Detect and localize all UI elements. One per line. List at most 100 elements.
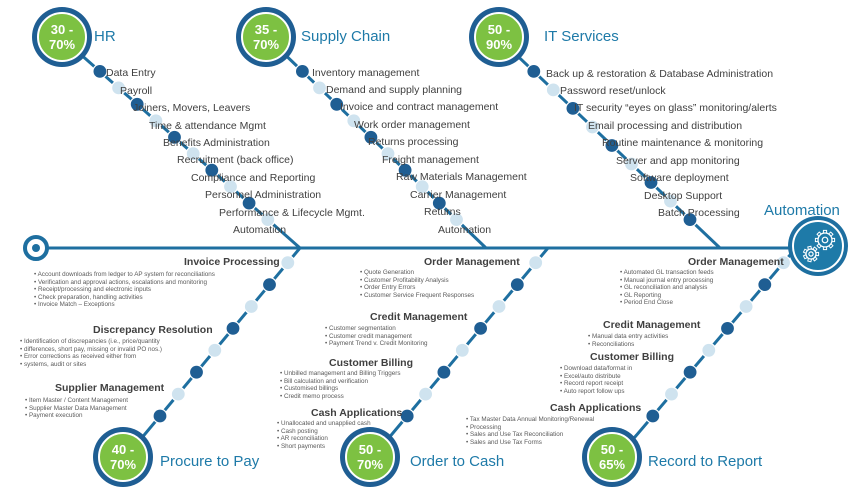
- bone-node-dot: [414, 179, 430, 195]
- o2c-cash-bullets: • Unallocated and unapplied cash• Cash p…: [277, 420, 371, 450]
- bone-node-dot: [662, 193, 679, 209]
- pct-circle: [345, 432, 395, 482]
- r2r-billing-bullets: • Download data/format in• Excel/auto di…: [560, 365, 633, 395]
- supply-chain-item: Returns processing: [368, 136, 459, 148]
- bone-node-dot: [170, 386, 186, 402]
- bone-node-dot: [757, 277, 773, 293]
- bone-node-dot: [222, 179, 239, 195]
- hr-item: Performance & Lifecycle Mgmt.: [219, 207, 365, 219]
- p2p-invoice-bullets: • Account downloads from ledger to AP sy…: [34, 271, 215, 309]
- bone-node-dot: [682, 212, 698, 228]
- bone-node-dot: [346, 113, 362, 129]
- category-title-procure-to-pay: Procure to Pay: [160, 453, 260, 470]
- bone-node-dot: [604, 137, 620, 154]
- bone-node-dot: [129, 96, 145, 112]
- bone-node-dot: [775, 255, 792, 271]
- hr-item: Payroll: [120, 85, 153, 97]
- p2p-discrepancy-bullets: • Identification of discrepancies (i.e.,…: [20, 338, 162, 368]
- bone-node-dot: [623, 156, 640, 172]
- bone-node-dot: [204, 162, 220, 178]
- pct-label-order-to-cash: 50 -70%: [356, 442, 384, 472]
- section-heading: Order Management: [424, 256, 520, 268]
- hr-item: Compliance and Reporting: [191, 172, 316, 184]
- bone-node-dot: [701, 342, 717, 358]
- gear-icon: [802, 245, 820, 263]
- bone-node-dot: [363, 129, 379, 145]
- supply-chain-item: Raw Materials Management: [396, 171, 527, 183]
- hr-item: Recruitment (back office): [177, 154, 294, 166]
- pct-label-procure-to-pay: 40 -70%: [109, 442, 137, 472]
- bone-node-dot: [399, 408, 415, 424]
- supply-chain-item: Inventory management: [312, 67, 420, 79]
- bone-node-dot: [454, 342, 470, 358]
- bone-node-dot: [329, 96, 345, 112]
- section-heading: Supplier Management: [55, 382, 165, 394]
- it-services-item: Batch Processing: [658, 207, 740, 219]
- bone-node-dot: [225, 320, 241, 336]
- pct-circle: [474, 12, 524, 62]
- hr-item: Benefits Administration: [163, 137, 270, 149]
- pct-label-hr: 30 -70%: [48, 22, 76, 52]
- pct-label-it-services: 50 -90%: [485, 22, 513, 52]
- automation-title: Automation: [764, 202, 840, 219]
- hr-item: Personnel Administration: [205, 189, 322, 201]
- category-title-supply-chain: Supply Chain: [301, 28, 391, 45]
- section-heading: Cash Applications: [311, 407, 403, 419]
- pct-circle: [37, 12, 87, 62]
- section-heading: Customer Billing: [329, 357, 414, 369]
- bone-node-dot: [261, 277, 278, 293]
- bone-node-dot: [663, 386, 680, 402]
- section-heading: Invoice Processing: [184, 256, 280, 268]
- o2c-order-bullets: • Quote Generation• Customer Profitabili…: [360, 269, 475, 299]
- section-heading: Order Management: [688, 256, 784, 268]
- bone-node-dot: [584, 119, 601, 135]
- supply-chain-item: Demand and supply planning: [326, 84, 463, 96]
- bone-node-dot: [491, 298, 507, 315]
- it-services-item: Software deployment: [630, 172, 729, 184]
- supply-chain-item: Automation: [438, 224, 492, 236]
- bone-node-dot: [92, 63, 108, 80]
- it-services-item: Password reset/unlock: [560, 85, 666, 97]
- bone-node-dot: [166, 129, 183, 145]
- bone-node-dot: [397, 162, 413, 178]
- it-services-item: IT security “eyes on glass” monitoring/a…: [574, 102, 777, 114]
- bone-node-dot: [448, 212, 465, 228]
- bone-line: [69, 43, 301, 250]
- bone-node-dot: [528, 255, 544, 271]
- tail-dot: [32, 244, 40, 252]
- pct-label-record-to-report: 50 -65%: [598, 442, 626, 472]
- bone-node-dot: [260, 212, 276, 228]
- category-title-hr: HR: [94, 28, 116, 45]
- category-title-order-to-cash: Order to Cash: [410, 453, 505, 470]
- category-title-record-to-report: Record to Report: [648, 453, 763, 470]
- p2p-supplier-bullets: • Item Master / Content Management• Supp…: [25, 397, 129, 420]
- bone-node-dot: [526, 63, 542, 80]
- bone-node-dot: [207, 342, 223, 358]
- bone-node-dot: [509, 277, 525, 293]
- bone-node-dot: [280, 255, 296, 271]
- it-services-item: Back up & restoration & Database Adminis…: [546, 68, 774, 80]
- bone-node-dot: [431, 195, 447, 211]
- hr-item: Automation: [233, 224, 287, 236]
- supply-chain-item: Work order management: [354, 119, 470, 131]
- bone-node-dot: [110, 80, 127, 96]
- o2c-billing-bullets: • Unbilled management and Billing Trigge…: [280, 370, 401, 400]
- it-services-item: Server and app monitoring: [616, 155, 740, 167]
- bone-line: [273, 43, 488, 250]
- it-services-item: Routine maintenance & monitoring: [602, 137, 764, 149]
- it-services-item: Desktop Support: [644, 190, 723, 202]
- bone-node-dot: [643, 174, 659, 191]
- bone-node-dot: [545, 82, 561, 98]
- bone-node-dot: [738, 298, 754, 315]
- section-heading: Discrepancy Resolution: [93, 324, 213, 336]
- supply-chain-item: Invoice and contract management: [340, 101, 499, 113]
- bone-node-dot: [645, 408, 661, 424]
- section-heading: Customer Billing: [590, 351, 675, 363]
- bone-node-dot: [380, 146, 396, 162]
- bone-node-dot: [719, 320, 736, 336]
- bone-node-dot: [473, 320, 489, 336]
- category-title-it-services: IT Services: [544, 28, 619, 45]
- supply-chain-item: Freight management: [382, 154, 479, 166]
- bone-node-dot: [311, 80, 328, 96]
